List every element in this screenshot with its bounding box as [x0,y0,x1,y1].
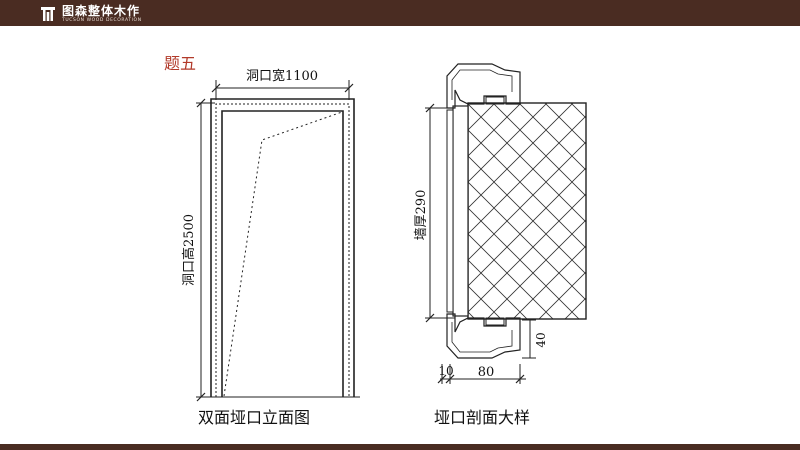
brand-logo: 图森整体木作 TUCSON WOOD DECORATION [40,4,142,24]
bottom-moulding [446,313,521,359]
dim-80-label: 80 [478,365,495,380]
outer-casing [210,98,355,397]
question-title: 题五 [164,54,197,73]
header-bar: 图森整体木作 TUCSON WOOD DECORATION [0,0,800,26]
elevation-drawing [196,80,360,402]
wall-tick-top [425,103,435,113]
bottom-clip [485,317,505,326]
top-clip [485,96,505,105]
bottom-tick-1 [437,374,447,384]
jamb-face [446,109,454,313]
height-label: 洞口高2500 [181,214,197,286]
elevation-caption: 双面垭口立面图 [198,408,311,427]
wall-thickness-label: 墙厚290 [414,190,429,241]
dim-40-label: 40 [534,332,548,347]
jamb-panel [452,105,469,317]
width-label: 洞口宽1100 [246,68,318,84]
dim-10-label: 10 [438,364,453,378]
bottom-tick-3 [515,374,525,384]
logo-mark-icon [41,7,55,21]
section-caption: 垭口剖面大样 [434,408,531,427]
brand-tagline: TUCSON WOOD DECORATION [62,17,142,23]
wall-tick-bottom [425,313,435,323]
section-drawing [425,63,587,384]
width-tick-left [211,83,221,93]
top-moulding-inner [451,69,513,100]
height-tick-bottom [196,392,206,402]
bottom-moulding-inner [451,322,513,353]
inner-opening [221,110,344,397]
height-tick-top [196,98,206,108]
dotted-diagonal [223,111,343,397]
casing-dashed [215,103,350,397]
wall-hatch [467,102,587,320]
top-moulding [446,63,521,109]
brand-name: 图森整体木作 [62,3,141,18]
footer-bar [0,444,800,450]
width-tick-right [344,83,354,93]
bottom-tick-2 [445,374,455,384]
